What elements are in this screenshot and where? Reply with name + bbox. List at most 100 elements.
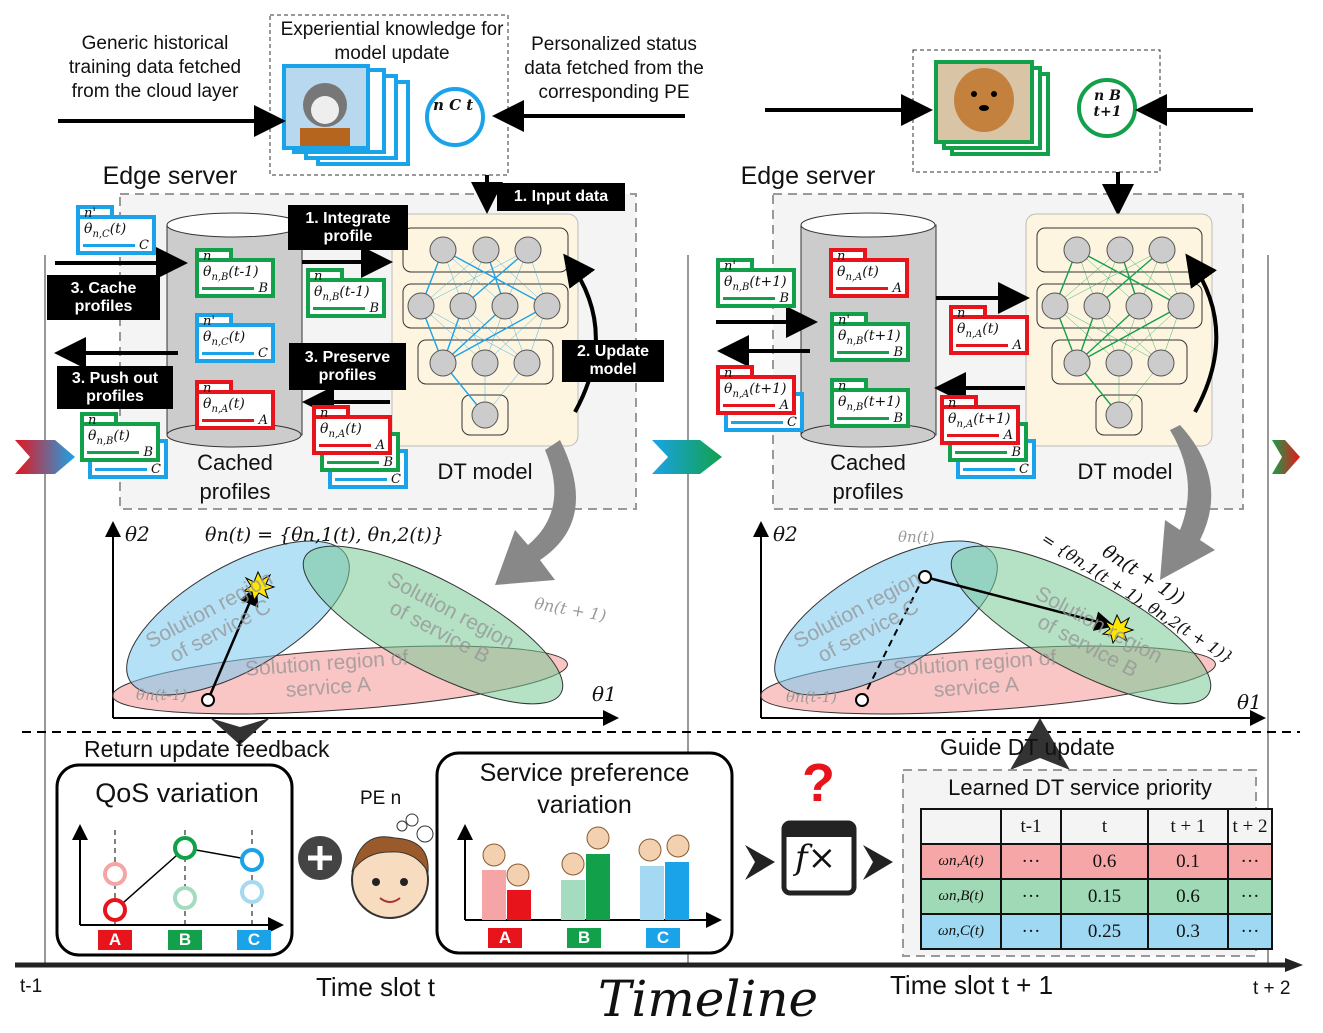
table-cell: 0.1: [1147, 843, 1229, 880]
table-cell: 0.15: [1060, 878, 1149, 915]
neuron: [1063, 349, 1091, 377]
profile-card: n θn,A(t) A: [195, 380, 275, 430]
table-cell: 0.6: [1147, 878, 1229, 915]
push-out-profiles-label: 3. Push out profiles: [57, 366, 173, 409]
table-cell: ···: [1000, 843, 1062, 880]
neuron: [491, 292, 519, 320]
profile-service: B: [893, 345, 903, 360]
slot-transition-chevron: [652, 440, 722, 474]
service-tag: B: [567, 928, 601, 948]
stacked-service-label: C: [151, 462, 161, 477]
profile-card: n' θn,B(t+1) B: [716, 258, 796, 308]
profile-service: B: [258, 281, 268, 296]
neuron: [471, 349, 499, 377]
return-feedback-label: Return update feedback: [84, 736, 330, 762]
service-tag: C: [237, 930, 271, 950]
cached-profiles-label-left: Cached profiles: [197, 450, 273, 504]
table-cell: 0.6: [1060, 843, 1149, 880]
priority-title: Learned DT service priority: [948, 775, 1212, 800]
qos-chart: [72, 824, 284, 933]
right-plot-current-label: θn(t): [898, 528, 935, 546]
input-data-label: 1. Input data: [497, 183, 625, 211]
profile-card: n θn,A(t) A: [829, 248, 909, 298]
personalized-label: Personalized status data fetched from th…: [524, 34, 704, 103]
profile-param: θn,B(t+1): [838, 328, 901, 347]
service-tag: A: [98, 930, 132, 950]
neuron: [1105, 401, 1133, 429]
profile-param: θn,B(t-1): [203, 264, 259, 283]
profile-card: n θn,A(t) A: [949, 305, 1029, 355]
left-plot-equation: θn(t) = {θn,1(t), θn,2(t)}: [205, 524, 444, 546]
profile-param: θn,B(t-1): [314, 284, 370, 303]
profile-card: n θn,A(t) A: [312, 405, 392, 455]
timeline-t-plus-2: t + 2: [1253, 978, 1291, 999]
neuron: [513, 349, 541, 377]
qos-variation-title: QoS variation: [95, 778, 259, 808]
profile-user: n: [948, 396, 957, 411]
neuron: [472, 236, 500, 264]
dt-model-label-right: DT model: [1077, 459, 1173, 484]
knowledge-image-stack: [282, 64, 410, 166]
profile-user: n': [724, 259, 736, 274]
table-cell: 0.3: [1147, 913, 1229, 950]
profile-user: n: [724, 366, 733, 381]
profile-param: θn,B(t+1): [838, 394, 901, 413]
neuron: [1105, 349, 1133, 377]
profile-service: C: [258, 346, 268, 361]
neuron: [1167, 292, 1195, 320]
update-model-arrow: [563, 253, 598, 413]
profile-card: n' θn,B(t+1) B: [830, 312, 910, 362]
profile-param: θn,A(t+1): [724, 381, 787, 400]
row-label: ωn,A(t): [920, 843, 1002, 880]
profile-user: n: [203, 249, 212, 264]
table-header-cell: t + 1: [1147, 808, 1229, 845]
left-plot-x-label: θ1: [592, 682, 617, 706]
table-cell: ···: [1000, 878, 1062, 915]
profile-user: n: [838, 379, 847, 394]
slot-transition-chevron: [1272, 440, 1300, 474]
preference-chart: [457, 824, 722, 928]
profile-param: θn,A(t): [203, 396, 245, 415]
profile-user: n': [203, 314, 215, 329]
gray-flow-arrow: [1160, 425, 1215, 580]
profile-card: n θn,A(t+1) A: [716, 365, 796, 415]
solution-plot-right: [753, 521, 1266, 726]
profile-service: A: [1003, 428, 1013, 443]
neuron: [429, 236, 457, 264]
profile-card: n θn,B(t-1) B: [306, 268, 386, 318]
profile-service: A: [375, 438, 385, 453]
nct-icon: [425, 87, 485, 147]
profile-service: A: [1012, 338, 1022, 353]
timeline-slot-t: Time slot t: [316, 972, 435, 1002]
table-cell: 0.25: [1060, 913, 1149, 950]
row-label: ωn,C(t): [920, 913, 1002, 950]
profile-card: n θn,A(t+1) A: [940, 395, 1020, 445]
table-header-cell: t: [1060, 808, 1149, 845]
slot-transition-chevron: [15, 440, 75, 474]
cached-profiles-label-right: Cached profiles: [830, 450, 906, 504]
profile-user: n: [203, 381, 212, 396]
profile-param: θn,A(t+1): [948, 411, 1011, 430]
neuron: [1041, 292, 1069, 320]
fx-symbol: f×: [795, 838, 837, 878]
profile-param: θn,C(t): [203, 329, 246, 348]
neuron: [1125, 292, 1153, 320]
profile-service: B: [893, 411, 903, 426]
profile-user: n: [957, 306, 966, 321]
neuron: [514, 236, 542, 264]
neuron: [407, 292, 435, 320]
preserve-profiles-label: 3. Preserve profiles: [289, 343, 406, 390]
right-plot-start-label: θn(t-1): [786, 688, 838, 706]
profile-service: B: [369, 301, 379, 316]
chevron-right-icon: [745, 845, 775, 880]
neuron: [1148, 236, 1176, 264]
profile-user: n: [837, 249, 846, 264]
table-header-cell: [920, 808, 1002, 845]
profile-user: n: [320, 406, 329, 421]
profile-card: n θn,B(t-1) B: [195, 248, 275, 298]
